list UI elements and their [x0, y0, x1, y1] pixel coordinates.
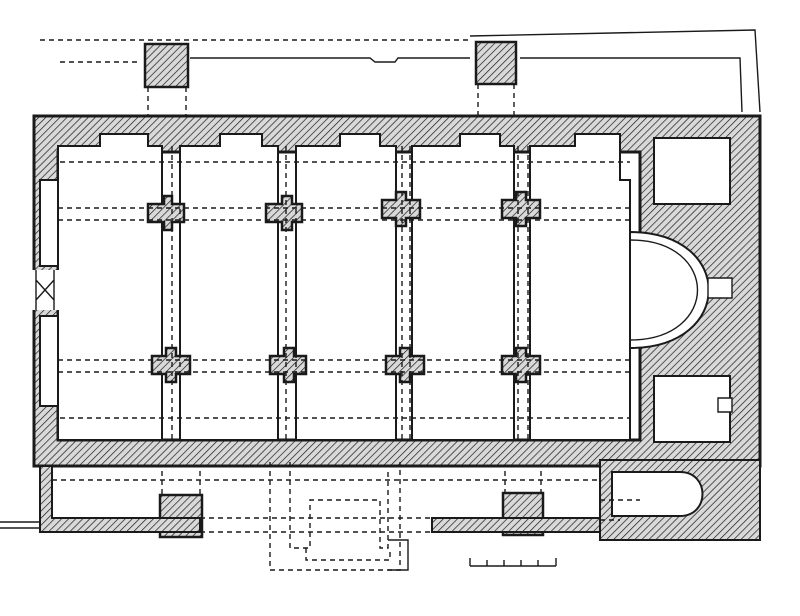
north-pier-left: [143, 42, 190, 89]
scale-bar: [469, 558, 557, 567]
nave-bays: [57, 133, 631, 441]
apse: [629, 137, 733, 443]
vault-lines: [58, 146, 630, 440]
arcade-piers: [146, 190, 542, 384]
south-annex: [0, 459, 761, 571]
site-boundary: [40, 29, 761, 113]
north-pier-right: [474, 40, 518, 86]
west-openings: [30, 179, 60, 407]
north-chamber: [653, 137, 731, 205]
